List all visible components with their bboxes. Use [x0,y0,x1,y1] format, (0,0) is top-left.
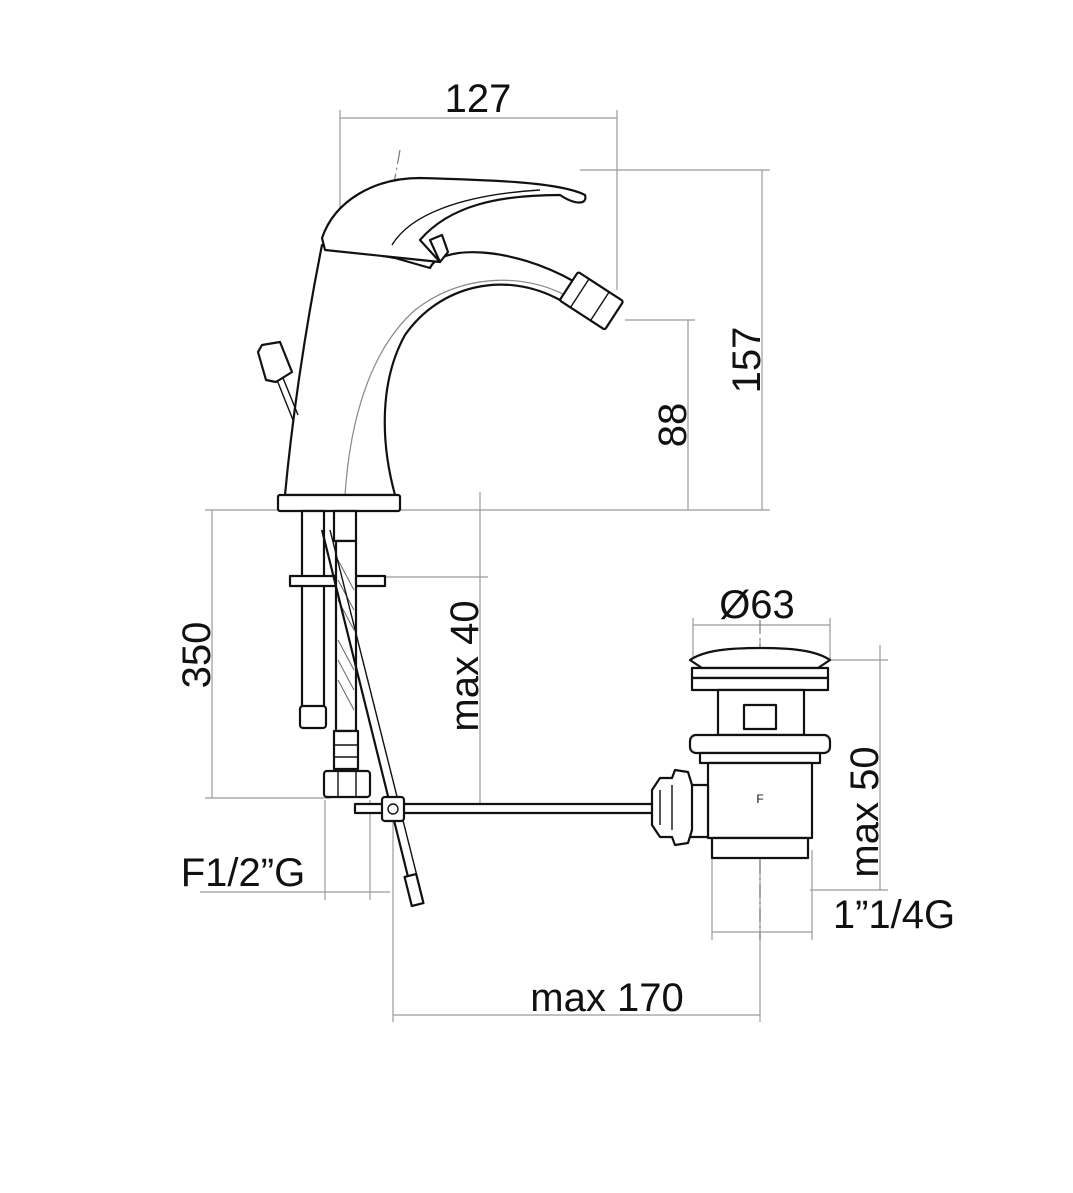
dim-width-127: 127 [445,77,512,121]
dim-height-88: 88 [651,403,695,448]
dimension-labels: 127 157 88 350 max 40 Ø63 max 50 F1/2”G … [175,77,955,1020]
dim-thread-waste: 1”1/4G [833,893,955,937]
dim-max-50: max 50 [843,746,887,877]
waste-valve: F [650,620,832,940]
faucet-body [256,149,624,521]
dim-height-157: 157 [725,327,769,394]
waste-mark-label: F [756,792,763,806]
dim-max-40: max 40 [443,600,487,731]
dimension-lines [200,110,888,1022]
dim-hose-350: 350 [175,622,219,689]
dim-diameter-63: Ø63 [719,583,795,627]
dim-thread-inlet: F1/2”G [181,851,305,895]
hoses-and-rods [288,509,657,908]
dim-max-170: max 170 [530,976,683,1020]
